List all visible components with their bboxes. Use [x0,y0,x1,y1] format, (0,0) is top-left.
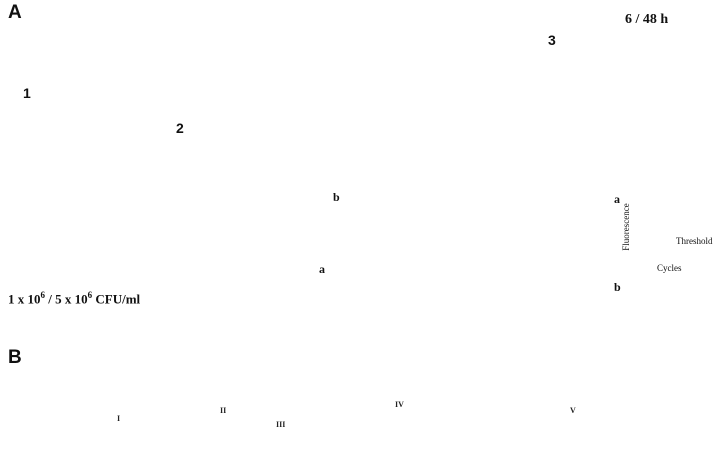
qpcr-y-axis-label: Fluorescence [621,203,631,251]
step-2-label: 2 [176,120,184,136]
syringe-part-ii-label: II [220,406,227,415]
syringe-part-i-label: I [117,414,121,423]
petri-dish [617,53,707,103]
syringe-part-v-label: V [570,406,576,415]
injection-syringe [184,130,306,220]
qpcr-threshold-label: Threshold [676,236,713,246]
incubation-time: 6 / 48 h [625,12,669,27]
step-1-label: 1 [23,85,31,101]
qpcr-chart [627,200,713,259]
mouse-tail [196,222,356,239]
elisa-assay [624,119,714,179]
histology-panel-tag: b [614,280,621,294]
panel-a-label: A [8,2,22,23]
result-arrows [494,70,614,324]
microcentrifuge-tube [45,103,116,271]
inoculum-concentration: 1 x 106 / 5 x 106 CFU/ml [8,290,141,307]
curved-arrow [102,60,210,86]
syringe-part-iii-label: III [276,420,286,429]
tail-site-b-label: b [333,190,340,204]
step-3-label: 3 [548,32,556,48]
panel-b-label: B [8,347,22,368]
mouse [339,157,515,273]
qpcr-x-axis-label: Cycles [657,263,682,273]
syringe-part-iv-label: IV [395,400,404,409]
syringe-schematic [106,407,625,465]
histology-image [623,287,701,361]
qpcr-panel-tag: a [614,192,620,206]
tail-site-a-label: a [319,262,325,276]
tail-site-brackets [314,207,348,255]
